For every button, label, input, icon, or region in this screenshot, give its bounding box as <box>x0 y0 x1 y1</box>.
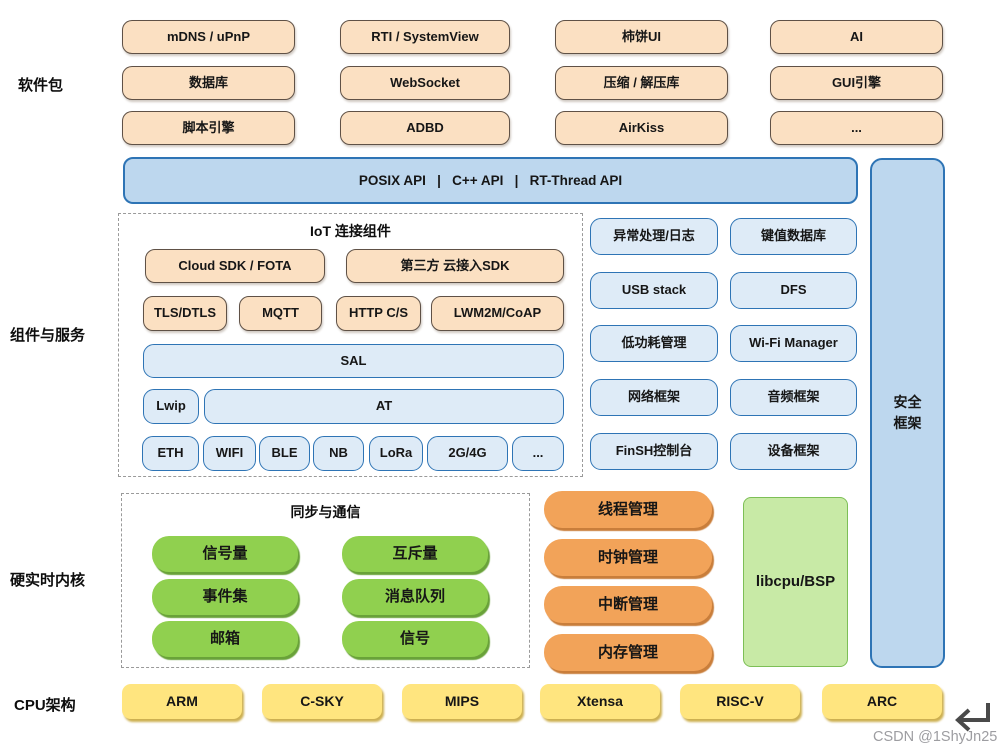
service-box-finsh-console: FinSH控制台 <box>590 433 718 470</box>
package-box-airkiss: AirKiss <box>555 111 728 145</box>
iot-box-lwm2m-coap: LWM2M/CoAP <box>431 296 564 331</box>
package-box-script-engine: 脚本引擎 <box>122 111 295 145</box>
section-label-components-services: 组件与服务 <box>10 327 86 344</box>
iot-components-group <box>118 213 583 477</box>
return-arrow-icon <box>955 703 990 732</box>
package-box-gui-engine: GUI引擎 <box>770 66 943 100</box>
kernel-box-interrupt-management: 中断管理 <box>544 586 712 623</box>
service-box-audio-framework: 音频框架 <box>730 379 857 416</box>
service-box-wifi-manager: Wi-Fi Manager <box>730 325 857 362</box>
service-box-low-power: 低功耗管理 <box>590 325 718 362</box>
kernel-box-event-set: 事件集 <box>152 579 298 615</box>
iot-box-2g-4g: 2G/4G <box>427 436 508 471</box>
iot-box-wifi: WIFI <box>203 436 256 471</box>
iot-box-http-cs: HTTP C/S <box>336 296 421 331</box>
kernel-box-mutex: 互斥量 <box>342 536 488 572</box>
package-box-database: 数据库 <box>122 66 295 100</box>
iot-box-ble: BLE <box>259 436 310 471</box>
service-box-exception-log: 异常处理/日志 <box>590 218 718 255</box>
iot-box-lora: LoRa <box>369 436 423 471</box>
iot-box-tls-dtls: TLS/DTLS <box>143 296 227 331</box>
watermark-text: CSDN @1ShyJn25 <box>873 729 998 745</box>
kernel-box-message-queue: 消息队列 <box>342 579 488 615</box>
cpu-box-arc: ARC <box>822 684 942 719</box>
cpu-box-c-sky: C-SKY <box>262 684 382 719</box>
service-box-device-framework: 设备框架 <box>730 433 857 470</box>
iot-box-more: ... <box>512 436 564 471</box>
kernel-box-clock-management: 时钟管理 <box>544 539 712 576</box>
package-box-compression: 压缩 / 解压库 <box>555 66 728 100</box>
iot-box-lwip: Lwip <box>143 389 199 424</box>
service-box-kv-database: 键值数据库 <box>730 218 857 255</box>
service-box-network-framework: 网络框架 <box>590 379 718 416</box>
iot-box-nb: NB <box>313 436 364 471</box>
package-box-ai: AI <box>770 20 943 54</box>
package-box-rti-systemview: RTI / SystemView <box>340 20 510 54</box>
sync-communication-group <box>121 493 530 668</box>
package-box-adbd: ADBD <box>340 111 510 145</box>
package-box-websocket: WebSocket <box>340 66 510 100</box>
package-box-persimmon-ui: 柿饼UI <box>555 20 728 54</box>
service-box-usb-stack: USB stack <box>590 272 718 309</box>
iot-box-eth: ETH <box>142 436 199 471</box>
kernel-box-semaphore: 信号量 <box>152 536 298 572</box>
iot-box-mqtt: MQTT <box>239 296 322 331</box>
package-box-mdns-upnp: mDNS / uPnP <box>122 20 295 54</box>
iot-box-third-party-cloud-sdk: 第三方 云接入SDK <box>346 249 564 283</box>
package-box-more: ... <box>770 111 943 145</box>
section-label-realtime-kernel: 硬实时内核 <box>10 572 86 589</box>
api-bar: POSIX API | C++ API | RT-Thread API <box>123 157 858 204</box>
cpu-box-mips: MIPS <box>402 684 522 719</box>
section-label-cpu-arch: CPU架构 <box>14 697 76 714</box>
sync-communication-title: 同步与通信 <box>290 504 361 520</box>
security-framework-box: 安全框架 <box>870 158 945 668</box>
section-label-software-packages: 软件包 <box>18 77 64 94</box>
kernel-box-mailbox: 邮箱 <box>152 621 298 657</box>
iot-components-title: IoT 连接组件 <box>310 223 391 239</box>
iot-box-sal: SAL <box>143 344 564 378</box>
kernel-box-memory-management: 内存管理 <box>544 634 712 671</box>
cpu-box-arm: ARM <box>122 684 242 719</box>
api-bar-label: POSIX API | C++ API | RT-Thread API <box>358 172 623 188</box>
cpu-box-xtensa: Xtensa <box>540 684 660 719</box>
iot-box-at: AT <box>204 389 564 424</box>
iot-box-cloud-sdk-fota: Cloud SDK / FOTA <box>145 249 325 283</box>
cpu-box-risc-v: RISC-V <box>680 684 800 719</box>
security-framework-label: 安全框架 <box>893 394 922 431</box>
service-box-dfs: DFS <box>730 272 857 309</box>
kernel-box-signal: 信号 <box>342 621 488 657</box>
kernel-box-libcpu-bsp: libcpu/BSP <box>743 497 848 667</box>
kernel-box-thread-management: 线程管理 <box>544 491 712 528</box>
